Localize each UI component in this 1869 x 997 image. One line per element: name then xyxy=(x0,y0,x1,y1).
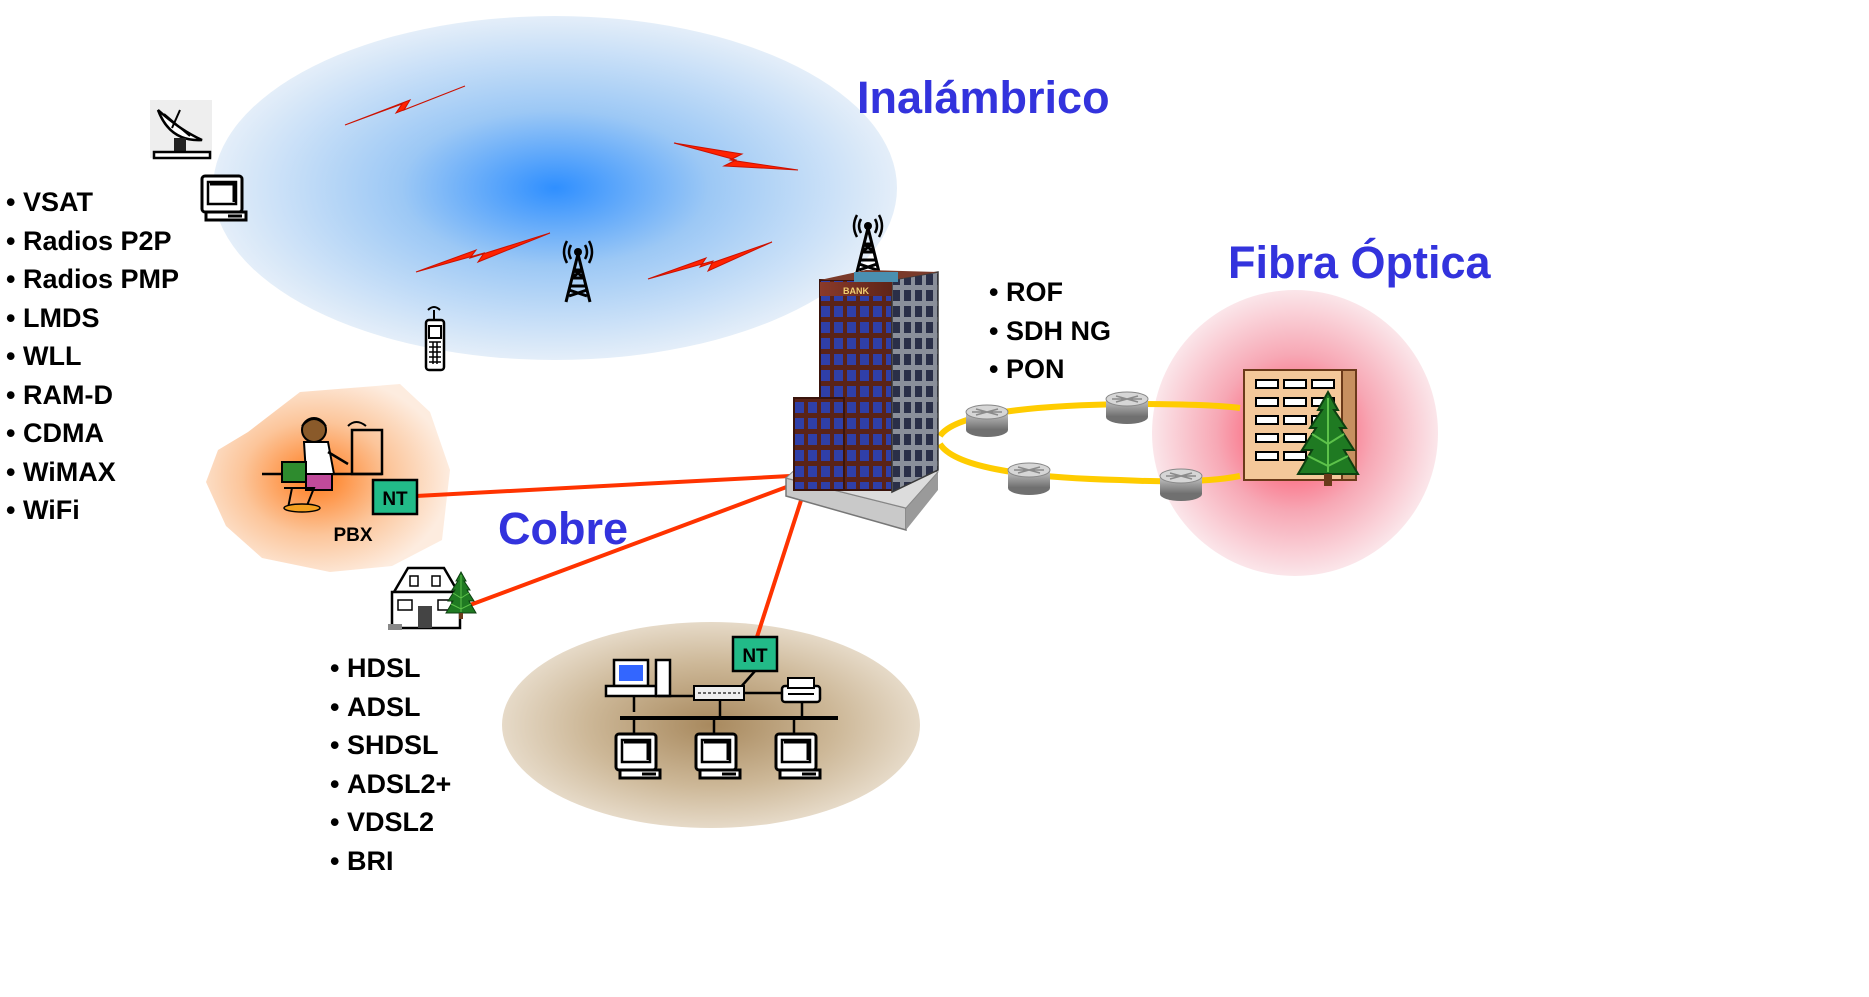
router-icon xyxy=(1007,462,1051,496)
printer-icon xyxy=(780,677,822,704)
technology-item: VSAT xyxy=(6,183,179,222)
lightning-icon xyxy=(415,232,551,273)
technology-item: Radios P2P xyxy=(6,222,179,261)
computer-icon xyxy=(614,732,662,780)
technology-item: ROF xyxy=(989,273,1111,312)
technology-item: ADSL xyxy=(330,688,451,727)
technology-item: BRI xyxy=(330,842,451,881)
mobile-phone-icon xyxy=(424,306,446,372)
technology-item: LMDS xyxy=(6,299,179,338)
fiber-heading: Fibra Óptica xyxy=(1228,237,1491,288)
technology-item: CDMA xyxy=(6,414,179,453)
router-icon xyxy=(1159,468,1203,502)
router-icon xyxy=(965,404,1009,438)
nt-label: NT xyxy=(382,489,408,510)
satellite-dish-icon xyxy=(150,100,212,160)
technology-item: ADSL2+ xyxy=(330,765,451,804)
technology-item: WiFi xyxy=(6,491,179,530)
computer-icon xyxy=(694,732,742,780)
technology-item: VDSL2 xyxy=(330,803,451,842)
technology-item: WiMAX xyxy=(6,453,179,492)
nt-label: NT xyxy=(742,646,768,667)
technology-item: SHDSL xyxy=(330,726,451,765)
technology-item: WLL xyxy=(6,337,179,376)
lightning-icon xyxy=(673,142,799,171)
wireless-cloud xyxy=(213,16,897,360)
fiber-technology-list: ROFSDH NGPON xyxy=(989,273,1111,389)
technology-item: SDH NG xyxy=(989,312,1111,351)
technology-item: RAM-D xyxy=(6,376,179,415)
copper-technology-list: HDSLADSLSHDSLADSL2+VDSL2BRI xyxy=(330,649,451,880)
wireless-technology-list: VSATRadios P2PRadios PMPLMDSWLLRAM-DCDMA… xyxy=(6,183,179,530)
technology-item: Radios PMP xyxy=(6,260,179,299)
computer-icon xyxy=(200,174,248,222)
lightning-icon xyxy=(647,241,773,280)
wireless-heading: Inalámbrico xyxy=(857,72,1110,123)
lan-cloud xyxy=(502,622,920,828)
building-sign: BANK xyxy=(843,286,869,296)
copper-link xyxy=(754,484,808,641)
lightning-icon xyxy=(344,85,466,126)
router-icon xyxy=(1105,391,1149,425)
technology-item: PON xyxy=(989,350,1111,389)
computer-icon xyxy=(774,732,822,780)
copper-link xyxy=(415,474,791,498)
pbx-label: PBX xyxy=(333,525,372,546)
office-building-icon: BANK xyxy=(784,270,939,531)
house-icon xyxy=(388,566,462,630)
technology-item: HDSL xyxy=(330,649,451,688)
operator-desk-icon xyxy=(262,417,384,513)
copper-link xyxy=(469,480,801,607)
copper-heading: Cobre xyxy=(498,503,629,554)
